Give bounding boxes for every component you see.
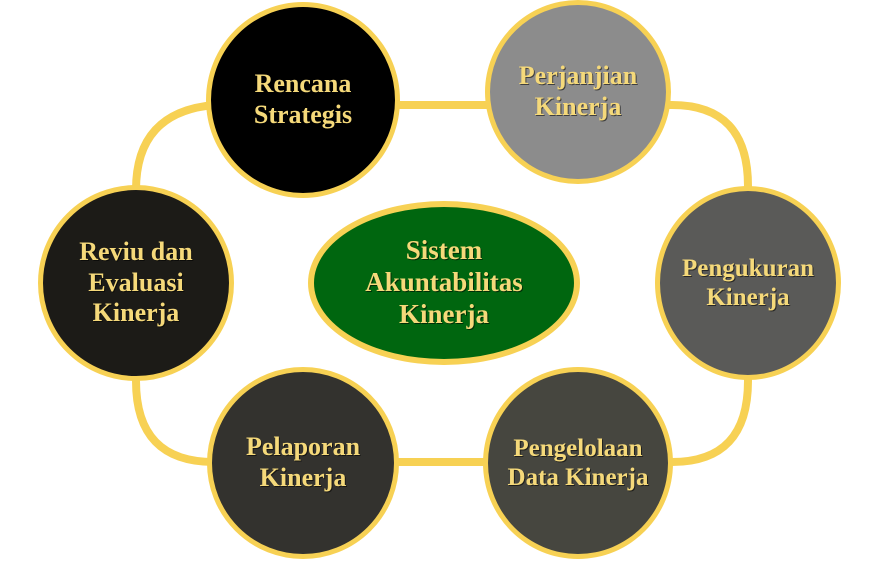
node-sistem-akuntabilitas-kinerja[interactable]: Sistem Akuntabilitas Kinerja xyxy=(308,201,580,365)
node-pengukuran-kinerja[interactable]: Pengukuran Kinerja xyxy=(655,186,841,380)
node-label-pengukuran-kinerja: Pengukuran Kinerja xyxy=(682,254,814,312)
node-reviu-dan-evaluasi-kinerja[interactable]: Reviu dan Evaluasi Kinerja xyxy=(38,185,234,381)
node-label-perjanjian-kinerja: Perjanjian Kinerja xyxy=(518,61,638,121)
node-label-pelaporan-kinerja: Pelaporan Kinerja xyxy=(245,432,361,492)
node-rencana-strategis[interactable]: Rencana Strategis xyxy=(206,2,400,198)
node-perjanjian-kinerja[interactable]: Perjanjian Kinerja xyxy=(485,0,671,184)
node-pengelolaan-data-kinerja[interactable]: Pengelolaan Data Kinerja xyxy=(483,367,673,559)
node-label-rencana-strategis: Rencana Strategis xyxy=(253,69,353,129)
node-label-sistem-akuntabilitas-kinerja: Sistem Akuntabilitas Kinerja xyxy=(365,235,523,329)
node-label-reviu-dan-evaluasi-kinerja: Reviu dan Evaluasi Kinerja xyxy=(79,236,193,328)
node-label-pengelolaan-data-kinerja: Pengelolaan Data Kinerja xyxy=(507,434,649,492)
node-pelaporan-kinerja[interactable]: Pelaporan Kinerja xyxy=(207,367,399,559)
